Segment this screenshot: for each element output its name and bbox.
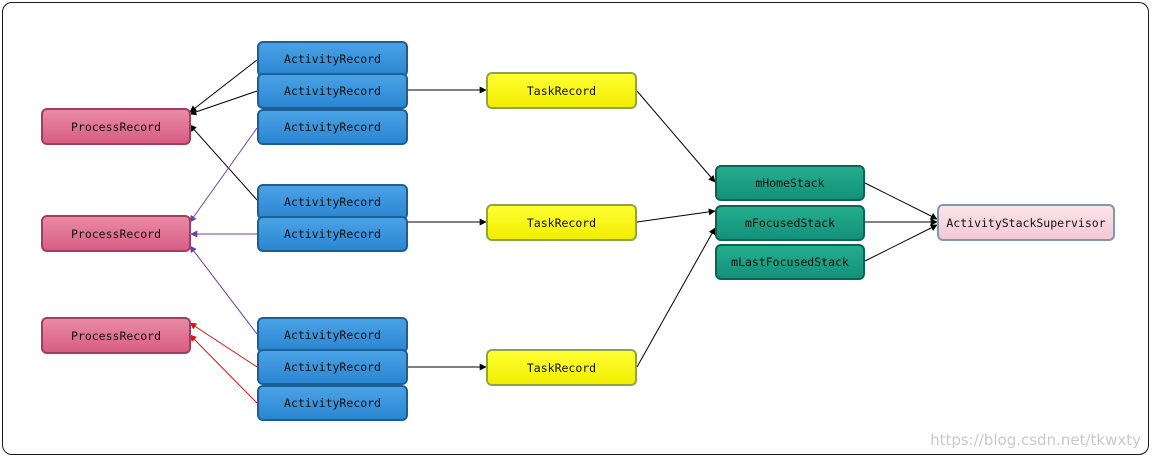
edge-task1-homestack: [636, 90, 716, 183]
edge-activity2-process1: [189, 90, 258, 116]
watermark: https://blog.csdn.net/tkwxty: [930, 431, 1141, 449]
edge-activity7-process3: [189, 322, 258, 368]
activity-record-node[interactable]: ActivityRecord: [257, 73, 408, 109]
edge-activity6-process2: [189, 245, 258, 335]
edge-activity8-process3: [189, 334, 258, 404]
focused-stack-node[interactable]: mFocusedStack: [715, 205, 865, 241]
task-record-node[interactable]: TaskRecord: [486, 204, 637, 241]
edge-task3-focusedstack: [636, 227, 716, 368]
edge-task2-focusedstack: [636, 208, 716, 223]
activity-record-node[interactable]: ActivityRecord: [257, 317, 408, 353]
activity-record-node[interactable]: ActivityRecord: [257, 109, 408, 145]
last-focused-stack-node[interactable]: mLastFocusedStack: [715, 244, 865, 280]
task-record-node[interactable]: TaskRecord: [486, 72, 637, 109]
process-record-node[interactable]: ProcessRecord: [41, 108, 191, 145]
edge-activity3-process2: [189, 127, 258, 223]
edge-activity1-process1: [189, 59, 258, 113]
home-stack-node[interactable]: mHomeStack: [715, 165, 865, 201]
process-record-node[interactable]: ProcessRecord: [41, 317, 191, 354]
activity-record-node[interactable]: ActivityRecord: [257, 385, 408, 421]
task-record-node[interactable]: TaskRecord: [486, 349, 637, 386]
process-record-node[interactable]: ProcessRecord: [41, 215, 191, 252]
activity-record-node[interactable]: ActivityRecord: [257, 184, 408, 220]
activity-record-node[interactable]: ActivityRecord: [257, 349, 408, 385]
activity-record-node[interactable]: ActivityRecord: [257, 41, 408, 77]
activity-record-node[interactable]: ActivityRecord: [257, 216, 408, 252]
edge-laststack-supervisor: [864, 224, 938, 262]
activity-stack-supervisor-node[interactable]: ActivityStackSupervisor: [937, 204, 1115, 241]
edge-activity4-process1: [189, 124, 258, 201]
edge-homestack-supervisor: [864, 182, 938, 220]
